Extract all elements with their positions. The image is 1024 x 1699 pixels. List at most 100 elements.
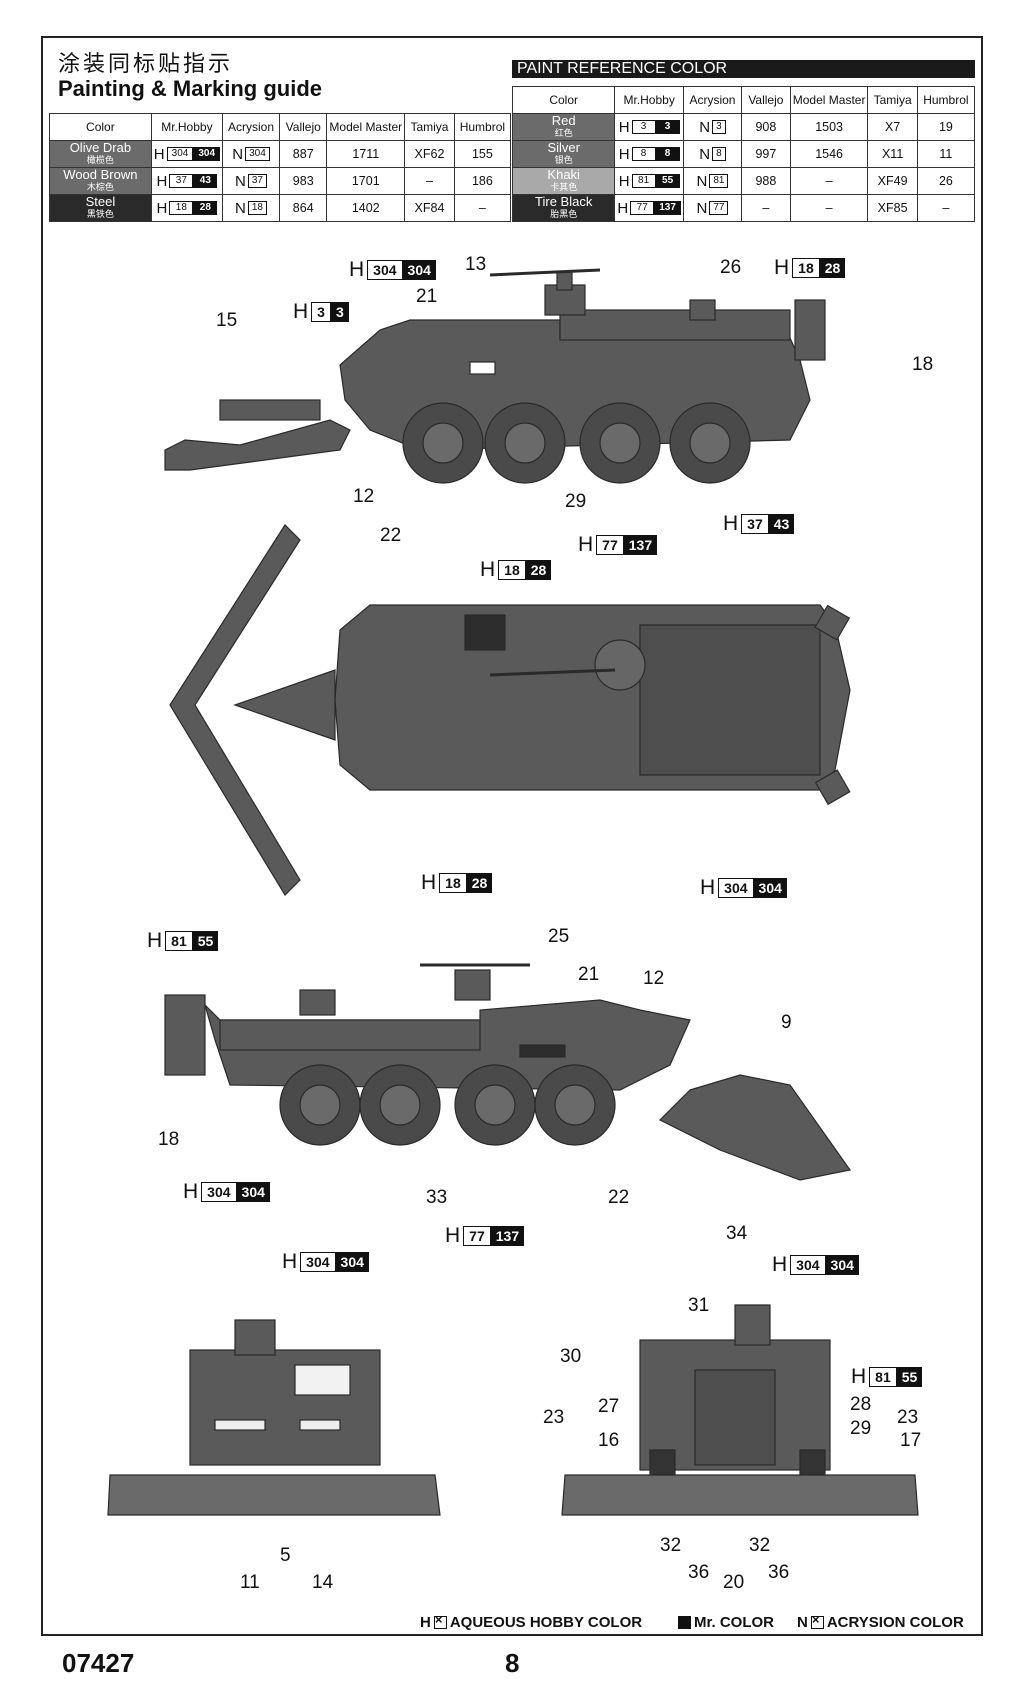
header-model-master: Model Master xyxy=(326,113,406,141)
callout-27: 27 xyxy=(598,1396,620,1417)
color-table-right: Color Mr.Hobby Acrysion Vallejo Model Ma… xyxy=(511,86,976,222)
header-tamiya: Tamiya xyxy=(404,113,455,141)
humbrol-cell: 186 xyxy=(453,167,512,195)
callout-29: 29 xyxy=(565,491,587,512)
callout-14: 14 xyxy=(312,1572,334,1593)
model-master-cell: 1701 xyxy=(326,167,406,195)
tamiya-cell: – xyxy=(404,167,455,195)
legend-filled-box-icon xyxy=(678,1616,691,1629)
callout-5: 5 xyxy=(280,1545,291,1566)
callout-28: 28 xyxy=(850,1394,872,1415)
callout-16: 16 xyxy=(598,1430,620,1451)
callout-22: 22 xyxy=(380,525,402,546)
legend-aqueous: HAQUEOUS HOBBY COLOR xyxy=(420,1612,642,1631)
vallejo-cell: 983 xyxy=(279,167,328,195)
callout-21: 21 xyxy=(416,286,438,307)
callout-15: 15 xyxy=(216,310,238,331)
header-acrysion: Acrysion xyxy=(222,113,281,141)
callout-25: 25 xyxy=(548,926,570,947)
vallejo-cell: 864 xyxy=(279,194,328,222)
tamiya-cell: XF84 xyxy=(404,194,455,222)
callout-22b: 22 xyxy=(608,1187,630,1208)
table-header-row: Color Mr.Hobby Acrysion Vallejo Model Ma… xyxy=(49,113,512,141)
header-humbrol: Humbrol xyxy=(916,86,976,114)
callout-29b: 29 xyxy=(850,1418,872,1439)
tamiya-cell: X11 xyxy=(867,140,918,168)
callout-11: 11 xyxy=(240,1572,260,1593)
model-master-cell: – xyxy=(789,167,869,195)
title-chinese: 涂装同标贴指示 xyxy=(58,51,234,76)
title-english: Painting & Marking guide xyxy=(58,76,323,101)
callout-21b: 21 xyxy=(578,964,600,985)
callout-17: 17 xyxy=(900,1430,922,1451)
callout-30: 30 xyxy=(560,1346,582,1367)
callout-23a: 23 xyxy=(543,1407,565,1428)
callout-31: 31 xyxy=(688,1295,710,1316)
callout-12b: 12 xyxy=(643,968,665,989)
color-table-left: Color Mr.Hobby Acrysion Vallejo Model Ma… xyxy=(49,113,512,222)
callout-12: 12 xyxy=(353,486,375,507)
model-master-cell: 1711 xyxy=(326,140,406,168)
callout-13: 13 xyxy=(465,254,487,275)
callout-23b: 23 xyxy=(897,1407,919,1428)
callout-34: 34 xyxy=(726,1223,748,1244)
legend-mr-color: Mr. COLOR xyxy=(675,1614,774,1631)
legend-acrysion: NACRYSION COLOR xyxy=(797,1612,964,1631)
legend-box-icon xyxy=(433,1612,447,1629)
model-master-cell: 1402 xyxy=(326,194,406,222)
humbrol-cell: 26 xyxy=(916,167,976,195)
side-view-left xyxy=(164,268,826,484)
callout-32b: 32 xyxy=(749,1535,771,1556)
side-view-right xyxy=(164,963,852,1181)
page-frame xyxy=(41,36,983,1636)
humbrol-cell: – xyxy=(916,194,976,222)
callout-33: 33 xyxy=(426,1187,448,1208)
header-acrysion: Acrysion xyxy=(682,86,743,114)
tamiya-cell: XF85 xyxy=(867,194,918,222)
tamiya-cell: X7 xyxy=(867,113,918,141)
callout-20: 20 xyxy=(723,1572,745,1593)
legend-box-icon xyxy=(810,1612,824,1629)
top-view xyxy=(169,524,851,896)
model-master-cell: – xyxy=(789,194,869,222)
header-model-master: Model Master xyxy=(789,86,869,114)
tamiya-cell: XF49 xyxy=(867,167,918,195)
front-view xyxy=(107,1319,441,1516)
vallejo-cell: 908 xyxy=(741,113,791,141)
page-number: 8 xyxy=(505,1648,520,1678)
callout-18b: 18 xyxy=(158,1129,180,1150)
callout-9: 9 xyxy=(781,1012,792,1033)
tamiya-cell: XF62 xyxy=(404,140,455,168)
model-master-cell: 1546 xyxy=(789,140,869,168)
callout-36b: 36 xyxy=(768,1562,790,1583)
